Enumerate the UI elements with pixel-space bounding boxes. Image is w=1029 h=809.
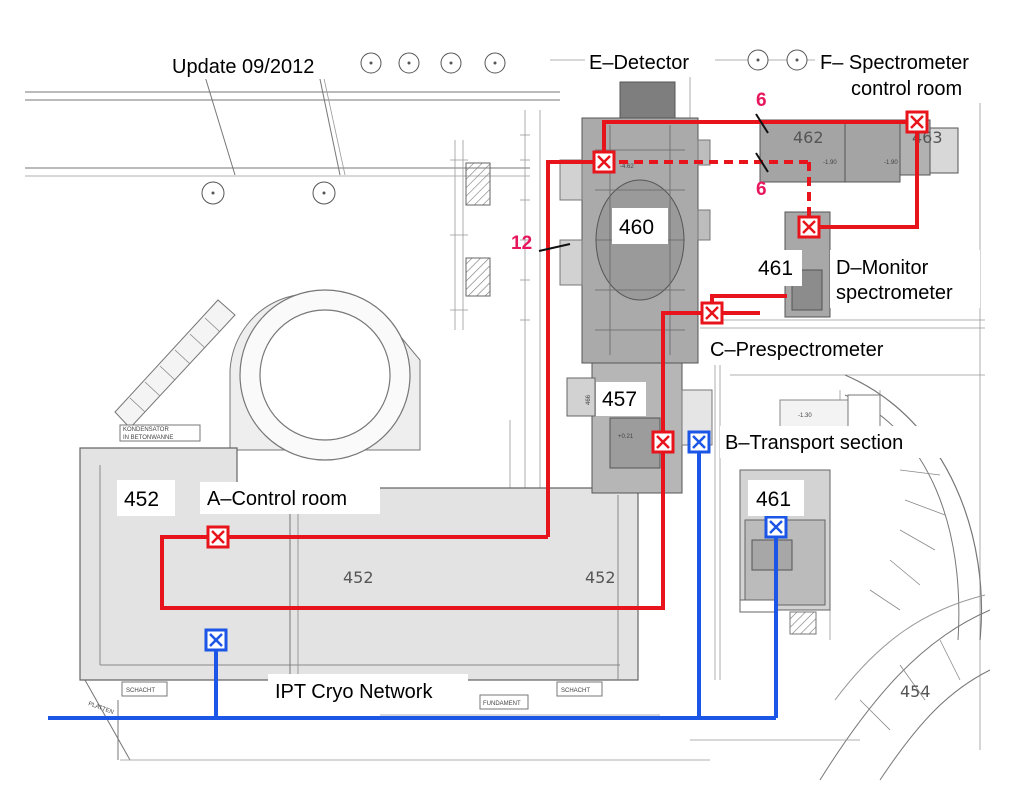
- floor-label-462: 462: [793, 128, 824, 147]
- line-count-6-lower: 6: [756, 179, 767, 200]
- floor-label-452b: 452: [585, 568, 616, 587]
- line-count-6-upper: 6: [756, 90, 767, 111]
- label-d-spectrometer: spectrometer: [836, 282, 953, 304]
- label-d-monitor: D–Monitor: [836, 257, 929, 279]
- schacht-label-2: SCHACHT: [561, 688, 590, 694]
- valve-box-icon: [592, 150, 616, 174]
- room-number-460: 460: [619, 216, 654, 239]
- label-backgrounds: [117, 45, 990, 706]
- floor-label-454: 454: [900, 682, 931, 701]
- floor-label-452a: 452: [343, 568, 374, 587]
- label-ipt-cryo-network: IPT Cryo Network: [275, 681, 433, 703]
- room-number-461-upper: 461: [758, 257, 793, 280]
- platten-label: PLATTEN: [87, 701, 114, 716]
- label-f-spectrometer: F– Spectrometer: [820, 52, 969, 74]
- kondensator-label-2: IN BETONWANNE: [123, 435, 173, 441]
- level-label-4: +0.21: [618, 434, 634, 440]
- label-c-prespectrometer: C–Prespectrometer: [710, 339, 884, 361]
- label-e-detector: E–Detector: [589, 52, 689, 74]
- valve-box-icon: [206, 525, 230, 549]
- label-b-transport-section: B–Transport section: [725, 432, 903, 454]
- level-label-1: -1.90: [823, 160, 837, 166]
- valve-box-icon: [687, 430, 711, 454]
- room-number-461-lower: 461: [756, 488, 791, 511]
- level-label-3: -1.30: [798, 413, 812, 419]
- room-number-457: 457: [602, 388, 637, 411]
- level-label-5: -4.62: [620, 164, 634, 170]
- schacht-label-1: SCHACHT: [126, 688, 155, 694]
- valve-boxes: [204, 110, 929, 652]
- level-label-2: -1.90: [884, 160, 898, 166]
- room-number-452: 452: [124, 488, 159, 511]
- kondensator-label-1: KONDENSATOR: [123, 427, 169, 433]
- red-dashed-lines: [604, 160, 811, 227]
- label-f-control-room: control room: [851, 78, 962, 100]
- valve-box-icon: [797, 215, 821, 239]
- valve-box-icon: [651, 430, 675, 454]
- valve-box-icon: [204, 628, 228, 652]
- line-count-12: 12: [511, 233, 532, 254]
- fundament-label: FUNDAMENT: [483, 701, 521, 707]
- floor-label-466: 466: [586, 394, 592, 405]
- label-a-control-room: A–Control room: [207, 488, 347, 510]
- blue-cryo-lines: [48, 442, 778, 720]
- valve-box-icon: [905, 110, 929, 134]
- valve-box-icon: [764, 515, 788, 539]
- diagram-title: Update 09/2012: [172, 56, 314, 78]
- floor-plan-background: KONDENSATOR IN BETONWANNE 454 -1.30: [25, 49, 991, 781]
- valve-box-icon: [700, 301, 724, 325]
